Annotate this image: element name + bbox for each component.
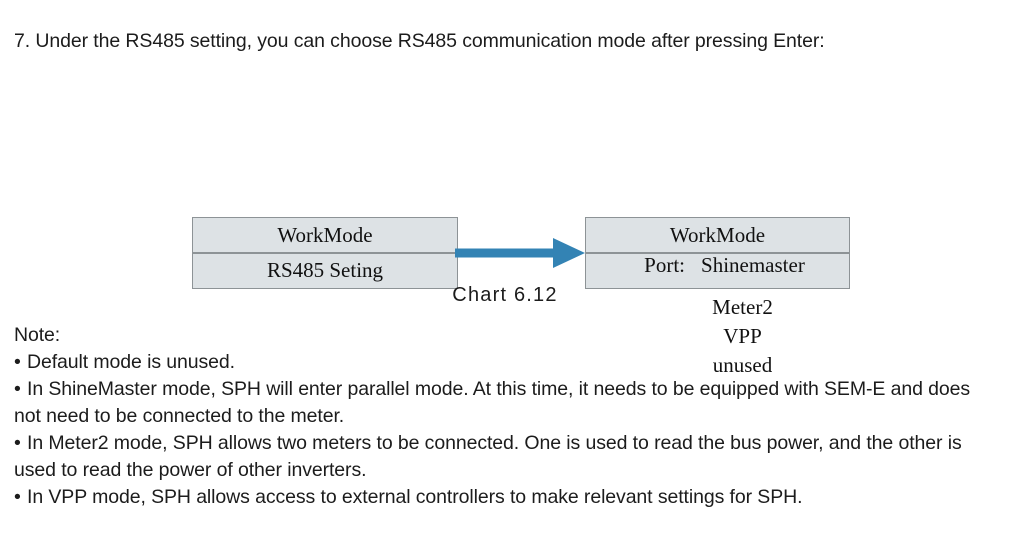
note-item-text: In ShineMaster mode, SPH will enter para… xyxy=(14,378,971,427)
port-option-meter2[interactable]: Meter2 xyxy=(712,295,773,319)
flow-arrow-icon xyxy=(453,236,587,270)
right-screen-divider xyxy=(586,252,849,254)
note-item: •In Meter2 mode, SPH allows two meters t… xyxy=(14,430,999,484)
intro-paragraph: 7. Under the RS485 setting, you can choo… xyxy=(14,29,825,52)
note-item-text: In VPP mode, SPH allows access to extern… xyxy=(27,486,803,508)
left-lcd-screen: WorkMode RS485 Seting xyxy=(192,217,458,289)
right-screen-title: WorkMode xyxy=(669,223,766,247)
figure-caption: Chart 6.12 xyxy=(452,284,558,306)
port-setting-row[interactable]: Port: Shinemaster xyxy=(586,253,849,287)
bullet-icon: • xyxy=(14,378,21,400)
lcd-flow-diagram: WorkMode RS485 Seting WorkMode Port: Shi… xyxy=(0,105,1010,377)
bullet-icon: • xyxy=(14,351,21,373)
note-item: • In VPP mode, SPH allows access to exter… xyxy=(14,484,999,511)
note-item: • Default mode is unused. xyxy=(14,349,999,376)
bullet-icon: • xyxy=(14,486,21,508)
port-selected-value[interactable]: Shinemaster xyxy=(701,253,805,277)
note-item-text: In Meter2 mode, SPH allows two meters to… xyxy=(14,432,962,481)
right-lcd-screen: WorkMode Port: Shinemaster xyxy=(585,217,850,289)
port-options-list: Meter2 VPP unused xyxy=(585,293,850,380)
left-screen-title: WorkMode xyxy=(277,223,373,247)
left-screen-divider xyxy=(193,252,457,254)
left-screen-menu-item-rs485[interactable]: RS485 Seting xyxy=(266,257,384,282)
port-label: Port: xyxy=(644,253,686,277)
note-item: •In ShineMaster mode, SPH will enter par… xyxy=(14,376,999,430)
notes-heading: Note: xyxy=(14,324,61,346)
port-option-unused[interactable]: unused xyxy=(712,353,773,377)
bullet-icon: • xyxy=(14,432,21,454)
port-option-vpp[interactable]: VPP xyxy=(723,324,762,348)
note-item-text: Default mode is unused. xyxy=(27,351,235,373)
notes-section: Note: •Default mode is unused. •In Shine… xyxy=(14,322,999,511)
